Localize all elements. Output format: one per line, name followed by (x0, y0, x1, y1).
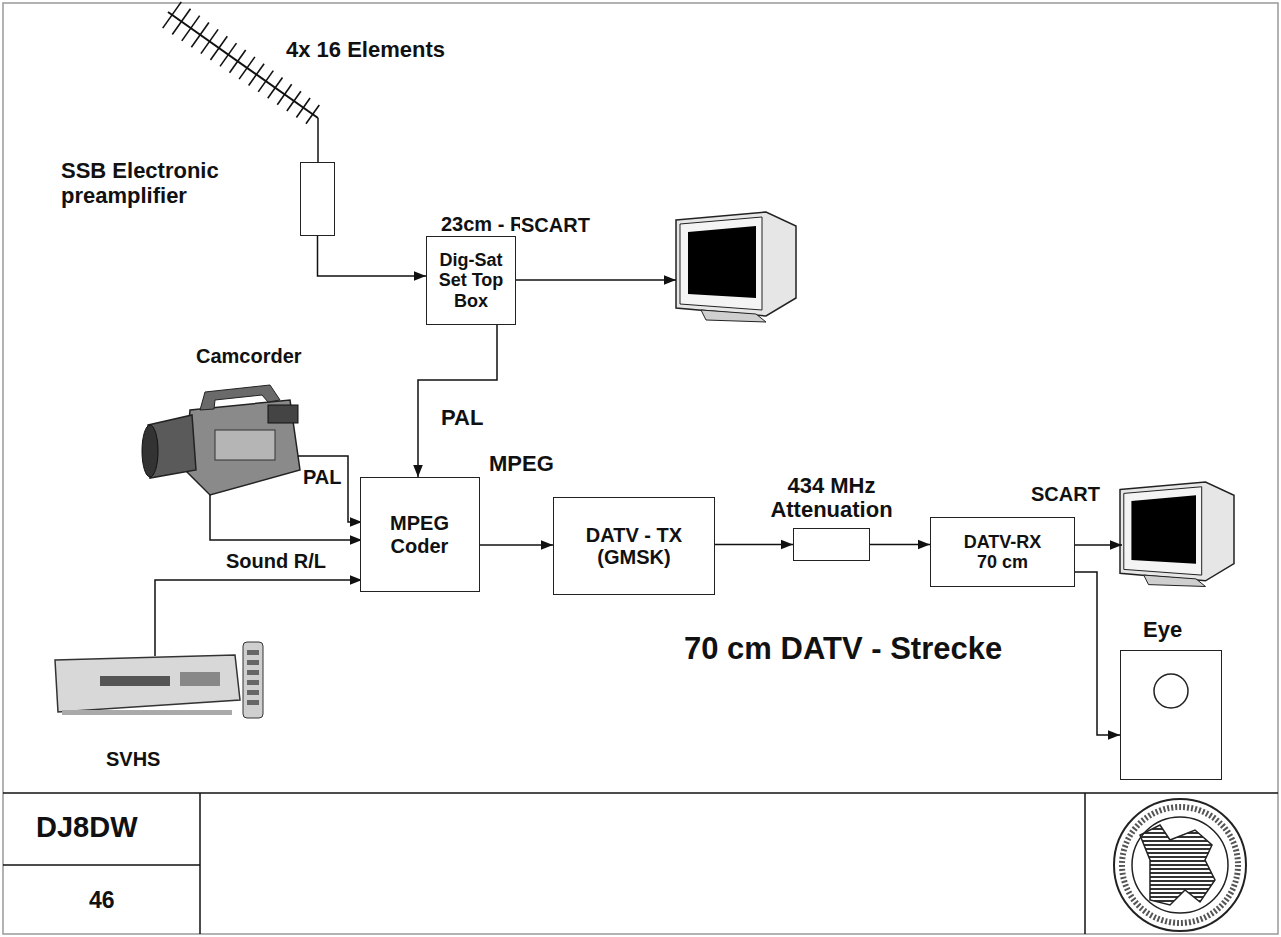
box-heading: SSB Electronic preamplifier (61, 159, 291, 208)
monitor-bezel (680, 217, 762, 310)
signal-arrow (418, 325, 497, 477)
audio-cable (155, 580, 362, 656)
device-label: Camcorder (195, 345, 303, 367)
camcorder-panel (215, 430, 275, 460)
logo-ring (1114, 799, 1246, 931)
remote-button (247, 680, 259, 685)
monitor (676, 212, 796, 322)
remote-button (247, 690, 259, 695)
footer-rule (199, 793, 201, 934)
monitor-body (1120, 482, 1234, 581)
logo-lion (1140, 825, 1215, 905)
monitor (1120, 482, 1234, 587)
remote-button (247, 670, 259, 675)
signal-arrow (1075, 572, 1120, 735)
signal-label: Sound R/L (225, 550, 327, 572)
antenna-element (230, 50, 246, 73)
remote-button (247, 660, 259, 665)
antenna-element (268, 77, 283, 98)
box-label: MPEG Coder (366, 512, 474, 557)
logo-ring (1132, 817, 1228, 913)
section-title: 70 cm DATV - Strecke (683, 632, 1003, 666)
vcr-foot (62, 710, 232, 715)
signal-arrow (318, 236, 427, 276)
antenna-element (182, 16, 200, 41)
antenna-element (220, 43, 236, 66)
page-number: 46 (88, 888, 116, 913)
scart-cable (512, 279, 676, 281)
antenna-element (287, 91, 301, 111)
antenna-element (258, 71, 273, 92)
set-top-box: 23cm - RXDig-Sat Set Top Box (426, 236, 516, 325)
signal-label: PAL (302, 466, 343, 488)
antenna-element (296, 98, 310, 117)
antenna-element (163, 2, 182, 28)
audio-cable (210, 495, 362, 540)
eye-symbol (1121, 651, 1221, 731)
antenna-boom (168, 12, 318, 118)
connector-label: SCART (1030, 483, 1101, 505)
antenna-element (172, 9, 190, 35)
box-heading: 434 MHz Attenuation (742, 474, 922, 523)
monitor-stand (701, 310, 766, 322)
box-label: Dig-Sat Set Top Box (432, 250, 510, 310)
monitor-stand (1144, 575, 1206, 586)
remote-button (247, 700, 259, 705)
camcorder-body (185, 400, 300, 495)
footer-rule (1084, 793, 1086, 934)
monitor-bezel (1124, 487, 1202, 575)
signal-arrow (715, 544, 793, 546)
box-label: DATV - TX (GMSK) (559, 524, 709, 569)
transmitter-box: DATV - TX (GMSK) (553, 497, 715, 595)
preamplifier-box: SSB Electronic preamplifier (300, 162, 335, 236)
signal-label: MPEG (488, 452, 555, 476)
eye-monitor-box: Eye (1120, 650, 1222, 780)
mpeg-coder-box: MPEG Coder (360, 477, 480, 592)
antenna-label: 4x 16 Elements (285, 38, 446, 62)
box-label: DATV-RX 70 cm (953, 532, 1053, 572)
signal-label: PAL (440, 406, 484, 430)
vcr-body (55, 655, 240, 712)
receiver-box: DATV-RX 70 cm (930, 517, 1075, 587)
scart-cable (1075, 544, 1122, 546)
eye-circle (1154, 674, 1188, 708)
camcorder (142, 385, 300, 495)
yagi-antenna (163, 2, 320, 124)
device-label: SVHS (105, 748, 161, 770)
feed-line (317, 118, 319, 162)
footer-rule (3, 792, 1278, 794)
signal-arrow (480, 544, 554, 546)
vcr-display (180, 672, 220, 686)
antenna-element (201, 29, 218, 53)
logo-ring (1122, 807, 1238, 923)
antenna-element (191, 22, 209, 47)
connector-label: SCART (520, 214, 591, 236)
slide-border (3, 3, 1278, 934)
box-heading: Eye (1143, 618, 1182, 643)
svhs-recorder (55, 642, 263, 718)
camcorder-lens-front (142, 425, 158, 477)
vcr-slot (100, 676, 170, 686)
antenna-element (277, 84, 291, 104)
footer-rule (3, 864, 200, 866)
antenna-element (210, 36, 227, 60)
signal-arrow (870, 544, 930, 546)
remote-control (243, 642, 263, 718)
remote-button (247, 650, 259, 655)
club-logo (1114, 799, 1246, 931)
video-cable (298, 456, 362, 522)
monitor-screen (1131, 495, 1196, 563)
attenuator-box: 434 MHz Attenuation (793, 528, 870, 561)
camcorder-viewfinder (268, 405, 298, 423)
antenna-element (249, 64, 264, 86)
monitor-screen (688, 226, 756, 298)
callsign: DJ8DW (35, 812, 139, 844)
monitor-body (676, 212, 796, 316)
antenna-element (239, 57, 255, 79)
